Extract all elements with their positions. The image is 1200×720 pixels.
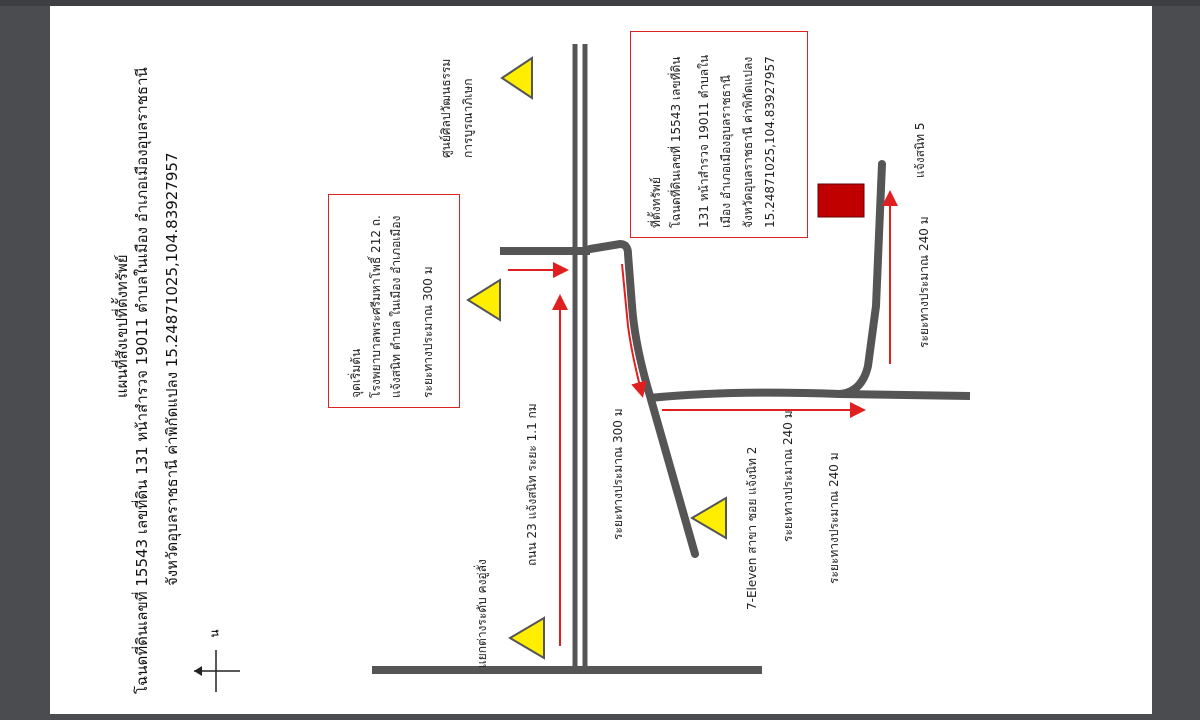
start-box-line-2: โรงพยาบาลพระศรีมหาโพธิ์ 212 ถ. [369, 215, 383, 398]
property-lane [836, 160, 886, 398]
viewer-top-bar [0, 0, 1200, 6]
label-cultural-center-2: การบูรณาภิเษก [461, 78, 475, 158]
winding-road [586, 239, 699, 558]
property-box-line-1: ที่ตั้งทรัพย์ [649, 177, 663, 228]
label-interchange: แยกต่างระดับ คงอู่ลั่ง [475, 559, 489, 668]
label-soi-5: แจ้งสนิท 5 [913, 122, 927, 178]
start-box-line-4: ระยะทางประมาณ 300 ม [421, 266, 435, 398]
east-road [649, 388, 971, 402]
compass-north-label: น [207, 629, 222, 638]
compass-arrow [194, 666, 202, 676]
label-seven-eleven-1: 7-Eleven สาขา ซอย แจ้งนิท 2 [745, 446, 759, 610]
start-box-line-1: จุดเริ่มต้น [349, 348, 363, 398]
label-distance-240-east: ระยะทางประมาณ 240 ม [827, 452, 841, 584]
title-line-2: โฉนดที่ดินเลขที่ 15543 เลขที่ดิน 131 หน้… [133, 67, 151, 694]
property-box-line-6: 15.24871025,104.83927957 [763, 56, 777, 228]
property-box-line-3: 131 หน้าสำรวจ 19011 ตำบลใน [697, 54, 711, 228]
label-main-road: ถนน 23 แจ้งสนิท ระยะ 1.1 กม [525, 403, 539, 566]
label-cultural-center-1: ศูนย์ศิลปวัฒนธรรม [439, 58, 453, 158]
landmark-triangle-cultural-center [500, 56, 533, 100]
property-box-line-2: โฉนดที่ดินเลขที่ 15543 เลขที่ดิน [669, 56, 683, 228]
title-line-3: จังหวัดอุบลราชธานี ค่าพิกัดแปลง 15.24871… [163, 152, 181, 586]
landmark-triangle-interchange [508, 616, 545, 660]
property-marker [817, 183, 865, 218]
label-seven-eleven-2: ระยะทางประมาณ 240 ม [781, 410, 795, 542]
property-info-box [630, 31, 808, 238]
label-distance-240-north: ระยะทางประมาณ 240 ม [917, 216, 931, 348]
property-box-line-5: จังหวัดอุบลราชธานี ค่าพิกัดแปลง [741, 56, 755, 228]
landmark-triangle-seven-eleven [690, 496, 727, 540]
property-box-line-4: เมือง อำเภอเมืองอุบลราชธานี [719, 75, 733, 228]
title-line-1: แผนที่สังเขปที่ตั้งทรัพย์ [113, 254, 131, 398]
start-box-line-3: แจ้งสนิท ตำบล ในเมือง อำเภอเมือง [389, 215, 403, 398]
map-page: แผนที่สังเขปที่ตั้งทรัพย์ โฉนดที่ดินเลขท… [50, 6, 1152, 714]
landmark-triangle-hospital [466, 278, 501, 322]
start-point-box [328, 194, 460, 408]
arrow-winding [621, 263, 647, 398]
map-drawing [194, 44, 971, 692]
label-distance-300: ระยะทางประมาณ 300 ม [611, 408, 625, 540]
